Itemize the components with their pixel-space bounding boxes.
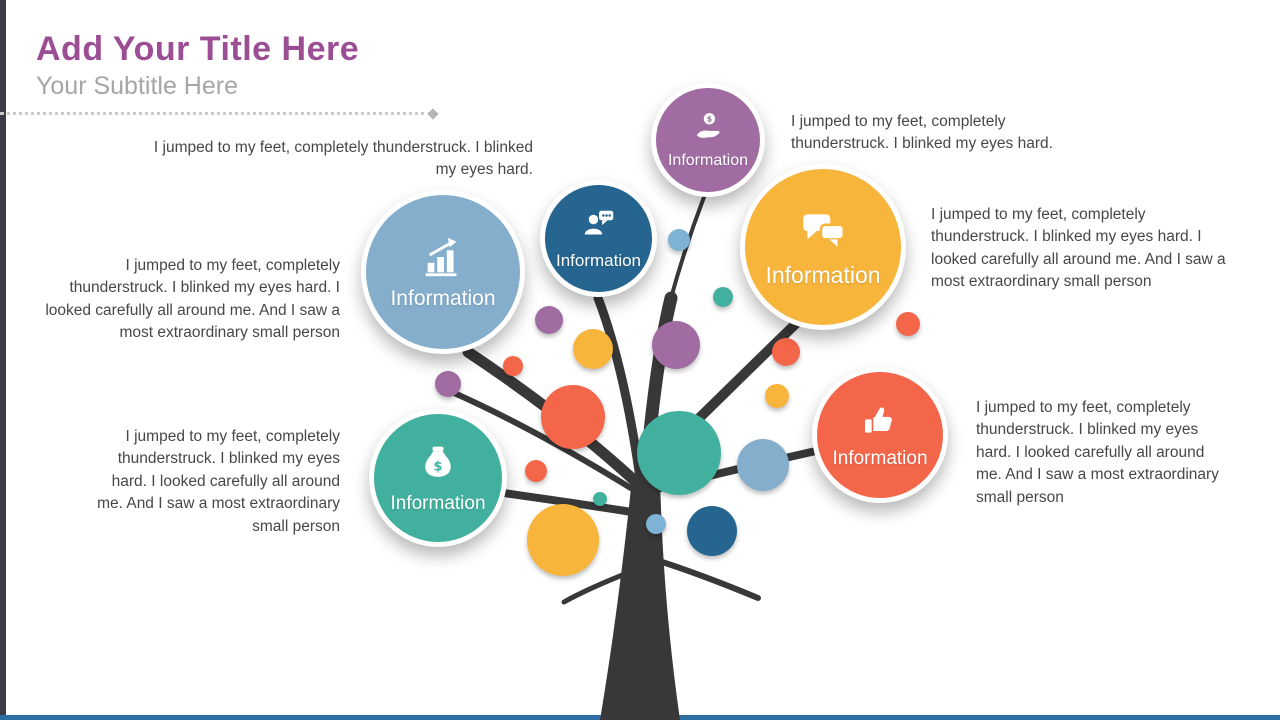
person-chat-icon: [580, 206, 618, 249]
text-block-top-left: I jumped to my feet, completely thunders…: [153, 139, 533, 179]
chat-bubbles-icon: [798, 205, 848, 260]
bar-chart-icon: [420, 234, 466, 285]
text-block-bottom-right: I jumped to my feet, completely thunders…: [976, 399, 1219, 506]
info-node-chat-bubbles: Information: [740, 164, 906, 330]
bubble: [652, 321, 700, 369]
info-node-thumbs-up: Information: [812, 367, 948, 503]
info-node-label: Information: [390, 286, 496, 310]
bubble: [435, 371, 461, 397]
bubble: [525, 460, 547, 482]
left-accent-bar: [0, 0, 6, 720]
bubble: [765, 384, 789, 408]
info-node-person-chat: Information: [540, 180, 657, 297]
bubble: [687, 506, 737, 556]
bubble: [593, 492, 607, 506]
thumbs-up-icon: [860, 401, 900, 446]
svg-text:$: $: [434, 459, 443, 474]
bubble: [573, 329, 613, 369]
info-node-label: Information: [555, 251, 642, 270]
info-node-label: Information: [667, 151, 749, 169]
bubble: [503, 356, 523, 376]
bubble: [772, 338, 800, 366]
bubble: [713, 287, 733, 307]
info-node-money-bag: $ Information: [369, 409, 507, 547]
text-block-top-right: I jumped to my feet, completely thunders…: [791, 113, 1053, 153]
bubble: [896, 312, 920, 336]
info-node-label: Information: [765, 262, 881, 288]
money-bag-icon: $: [416, 442, 460, 491]
hand-dollar-icon: $: [691, 111, 725, 150]
bubble: [646, 514, 666, 534]
bubble: [527, 504, 599, 576]
text-block-mid-left: I jumped to my feet, completely thunders…: [45, 257, 340, 342]
dotted-divider: [0, 108, 439, 120]
bubble: [737, 439, 789, 491]
tree-trunk: [600, 478, 680, 720]
info-node-label: Information: [390, 492, 486, 514]
page-subtitle: Your Subtitle Here: [36, 72, 238, 100]
bubble: [535, 306, 563, 334]
header: Add Your Title Here Your Subtitle Here: [36, 30, 359, 101]
svg-text:$: $: [707, 114, 712, 123]
info-node-label: Information: [832, 447, 928, 469]
info-node-hand-dollar: $ Information: [651, 83, 765, 197]
bubble: [637, 411, 721, 495]
bubble: [668, 229, 690, 251]
page-title: Add Your Title Here: [36, 30, 360, 68]
text-block-mid-right: I jumped to my feet, completely thunders…: [931, 206, 1226, 291]
bubble: [541, 385, 605, 449]
info-node-bar-chart: Information: [361, 190, 525, 354]
text-block-bottom-left: I jumped to my feet, completely thunders…: [97, 428, 340, 535]
